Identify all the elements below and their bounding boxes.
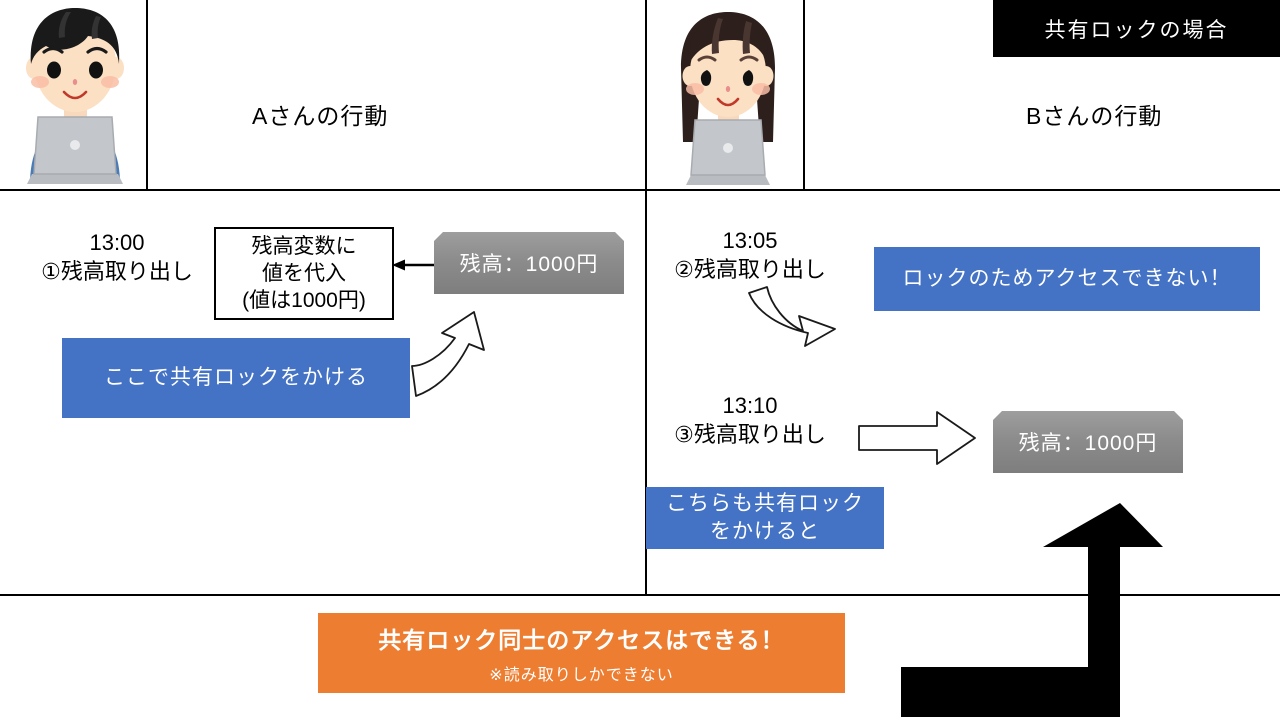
step1-time: 13:00: [89, 230, 145, 255]
right-curved-arrow-down: [748, 286, 836, 347]
step3-action: ③残高取り出し: [674, 422, 826, 448]
assign-line-2: 値を代入: [262, 261, 346, 285]
left-avatar: [8, 2, 143, 184]
assign-line-1: 残高変数に: [251, 234, 357, 258]
right-person-label: Bさんの行動: [1026, 103, 1163, 129]
right-balance-plaque: 残高：1000円: [993, 411, 1183, 473]
step3-time: 13:10: [722, 393, 778, 418]
right-denied-note: ロックのためアクセスできない！: [874, 247, 1260, 311]
right-denied-note-text: ロックのためアクセスできない！: [902, 266, 1232, 290]
center-panel-divider: [645, 0, 647, 595]
man-with-laptop-icon: [26, 8, 124, 184]
left-lock-note: ここで共有ロックをかける: [62, 338, 410, 418]
left-avatar-divider: [146, 0, 148, 190]
right-avatar-divider: [803, 0, 805, 190]
right-lock-note: こちらも共有ロック をかけると: [646, 487, 884, 549]
step3-label: 13:10 ③残高取り出し: [655, 391, 845, 449]
step2-time: 13:05: [722, 228, 778, 253]
right-block-arrow: [858, 411, 976, 465]
right-lock-note-line-2: をかけると: [710, 520, 820, 543]
footer-sub-text: ※読み取りしかできない: [489, 667, 674, 684]
step2-label: 13:05 ②残高取り出し: [655, 226, 845, 284]
footer-summary-banner: 共有ロック同士のアクセスはできる！ ※読み取りしかできない: [318, 613, 845, 693]
woman-with-laptop-icon: [681, 12, 775, 185]
assign-line-3: (値は1000円): [242, 289, 366, 313]
right-lock-note-line-1: こちらも共有ロック: [666, 491, 864, 515]
slide-title-chip: 共有ロックの場合: [993, 0, 1280, 57]
step1-action: ①残高取り出し: [41, 259, 193, 285]
header-bottom-divider: [0, 189, 1280, 191]
left-balance-plaque: 残高：1000円: [434, 232, 624, 294]
bent-black-arrow: [901, 503, 1163, 717]
left-curved-arrow-up: [411, 311, 485, 397]
left-lock-note-text: ここで共有ロックをかける: [104, 365, 368, 389]
footer-main-text: 共有ロック同士のアクセスはできる！: [378, 627, 785, 653]
body-bottom-divider: [0, 594, 1280, 596]
step2-action: ②残高取り出し: [674, 257, 826, 283]
assign-value-box: 残高変数に 値を代入 (値は1000円): [214, 227, 394, 320]
step1-label: 13:00 ①残高取り出し: [22, 228, 212, 286]
left-person-label: Aさんの行動: [252, 103, 389, 129]
right-avatar: [663, 10, 793, 185]
